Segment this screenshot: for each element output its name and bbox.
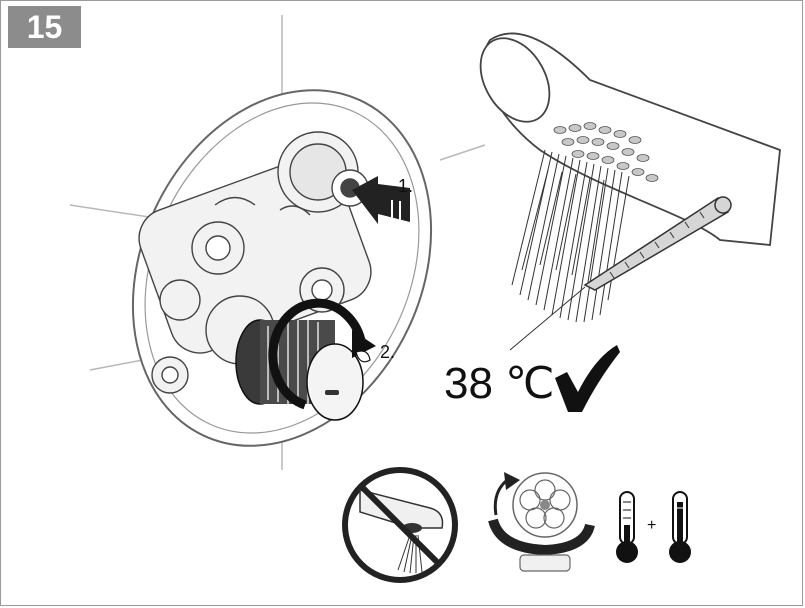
water-spray-icon bbox=[511, 149, 630, 323]
step-number-badge: 15 bbox=[8, 6, 81, 48]
checkmark-icon bbox=[555, 345, 620, 412]
step-1-label: 1. bbox=[398, 176, 413, 196]
plus-sign: + bbox=[647, 517, 656, 534]
thermometer-icon bbox=[509, 196, 732, 351]
rotate-valve-icon bbox=[488, 472, 595, 572]
shower-head-icon bbox=[479, 32, 781, 246]
thermometer-cold-icon bbox=[616, 491, 638, 563]
no-spout-flow-icon bbox=[342, 467, 458, 583]
thermometer-hot-icon bbox=[669, 491, 691, 563]
rotation-arrow-icon bbox=[268, 298, 376, 410]
step-2-label: 2. bbox=[380, 342, 395, 362]
temperature-reading: 38 ℃ bbox=[444, 359, 555, 408]
cartridge-push-arrow-icon bbox=[352, 176, 410, 224]
